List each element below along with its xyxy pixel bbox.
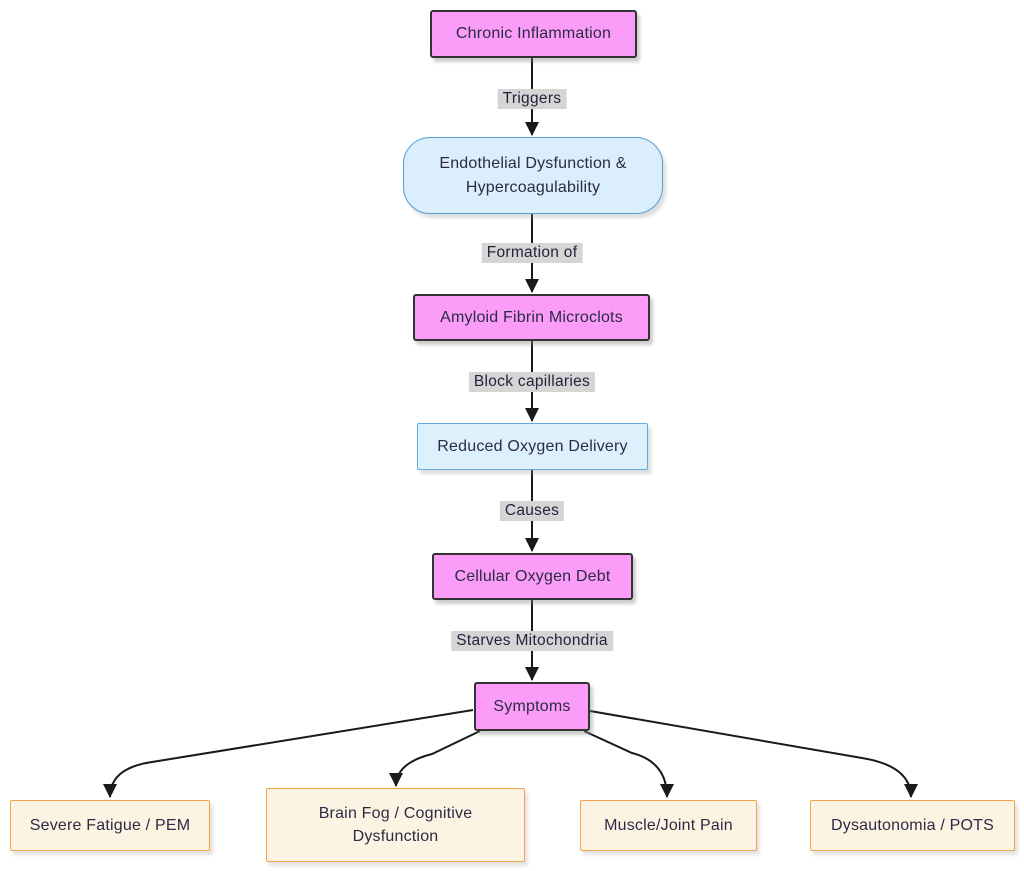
node-endothelial-dysfunction: Endothelial Dysfunction & Hypercoagulabi… xyxy=(403,137,663,214)
edge-to-severe-fatigue-line xyxy=(103,709,474,798)
edge-to-brain-fog-line xyxy=(389,730,481,787)
edge-to-dysautonomia-line xyxy=(589,710,918,798)
edge-label-formation-of: Formation of xyxy=(481,243,583,263)
node-symptoms: Symptoms xyxy=(474,682,590,731)
edge-label-triggers: Triggers xyxy=(497,89,567,109)
edge-label-causes: Causes xyxy=(499,501,565,521)
node-muscle-joint-pain: Muscle/Joint Pain xyxy=(580,800,757,851)
node-brain-fog: Brain Fog / Cognitive Dysfunction xyxy=(266,788,525,862)
node-amyloid-microclots: Amyloid Fibrin Microclots xyxy=(413,294,650,341)
node-severe-fatigue: Severe Fatigue / PEM xyxy=(10,800,210,851)
node-dysautonomia: Dysautonomia / POTS xyxy=(810,800,1015,851)
edge-label-block-capillaries: Block capillaries xyxy=(468,372,596,392)
node-chronic-inflammation: Chronic Inflammation xyxy=(430,10,637,58)
node-reduced-oxygen: Reduced Oxygen Delivery xyxy=(417,423,648,470)
edge-label-starves-mitochondria: Starves Mitochondria xyxy=(451,631,613,651)
node-cellular-oxygen-debt: Cellular Oxygen Debt xyxy=(432,553,633,600)
edge-to-muscle-joint-line xyxy=(583,730,674,798)
